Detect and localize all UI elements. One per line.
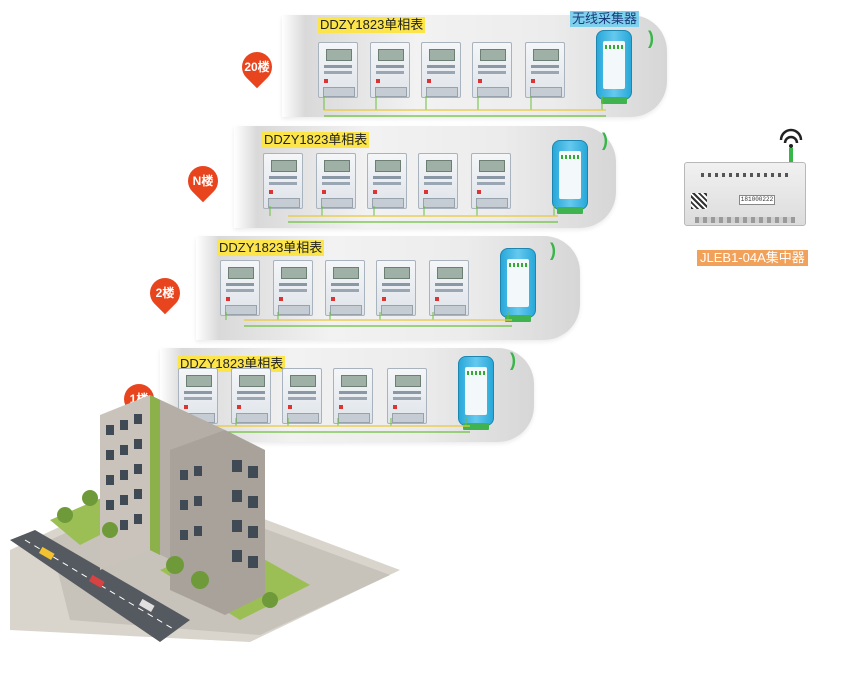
meter-fn-4 [418, 153, 458, 209]
signal-tower-icon [779, 128, 803, 162]
meter-f20-1 [318, 42, 358, 98]
meter-f1-5 [387, 368, 427, 424]
meter-fn-2 [316, 153, 356, 209]
meter-f20-5 [525, 42, 565, 98]
signal-icon-f1: ) [510, 350, 516, 370]
wires-f20 [323, 96, 606, 117]
floor-n-meter-label: DDZY1823单相表 [262, 132, 370, 148]
collector-f1 [458, 356, 494, 430]
meter-fn-3 [367, 153, 407, 209]
signal-icon-f20: ) [648, 28, 654, 48]
wires-f2 [225, 312, 512, 327]
meter-f1-2 [231, 368, 271, 424]
concentrator-leds [701, 173, 791, 177]
floor-20-pin-label: 20楼 [244, 60, 270, 74]
meter-f2-1 [220, 260, 260, 316]
concentrator-device: 181000222 [684, 162, 806, 226]
meter-f20-3 [421, 42, 461, 98]
wires-f1 [183, 418, 470, 433]
wires-fn [269, 206, 558, 223]
collector-f2 [500, 248, 536, 322]
meter-f2-3 [325, 260, 365, 316]
meter-f2-5 [429, 260, 469, 316]
meter-f1-3 [282, 368, 322, 424]
meter-fn-5 [471, 153, 511, 209]
wireless-collector-label: 无线采集器 [570, 11, 640, 27]
meter-f2-4 [376, 260, 416, 316]
meter-f2-2 [273, 260, 313, 316]
qr-code-icon [691, 193, 707, 209]
building-illustration [10, 395, 400, 642]
signal-icon-fn: ) [602, 130, 608, 150]
meter-f20-4 [472, 42, 512, 98]
meter-fn-1 [263, 153, 303, 209]
floor-20-meter-label: DDZY1823单相表 [318, 17, 426, 33]
floor-n-pin-label: N楼 [192, 174, 214, 188]
concentrator-label: JLEB1-04A集中器 [697, 250, 808, 266]
signal-icon-f2: ) [550, 240, 556, 260]
collector-fn [552, 140, 588, 214]
meter-f1-4 [333, 368, 373, 424]
collector-f20 [596, 30, 632, 104]
concentrator-terminal [695, 217, 795, 223]
floor-2-pin-label: 2楼 [155, 286, 175, 300]
floor-2-meter-label: DDZY1823单相表 [217, 240, 325, 256]
meter-f20-2 [370, 42, 410, 98]
concentrator-serial: 181000222 [739, 195, 775, 205]
